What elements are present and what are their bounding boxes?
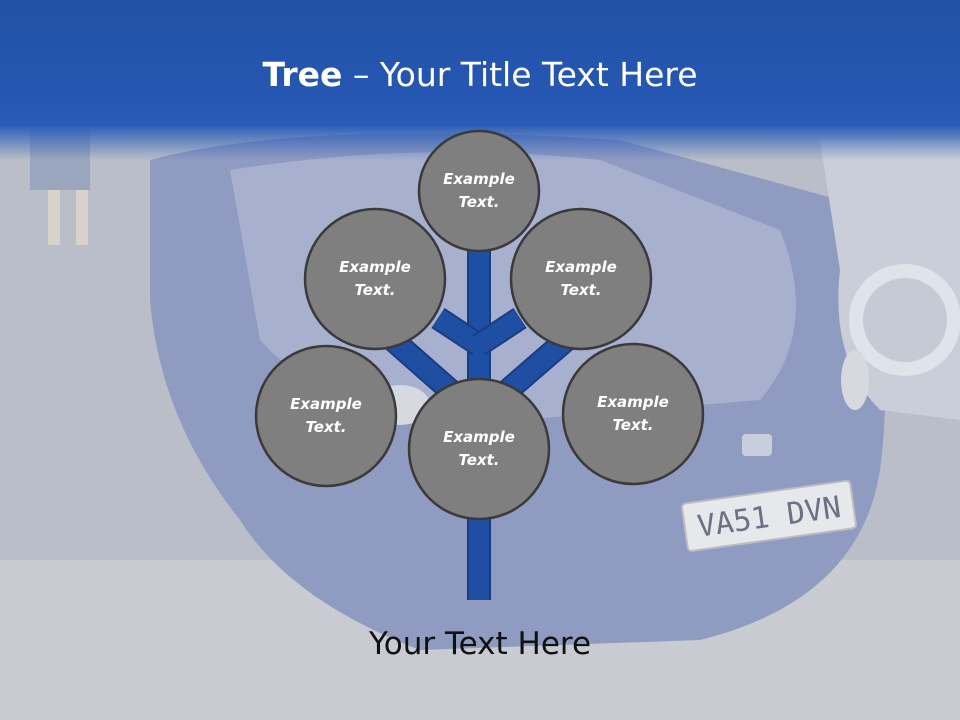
- node-label-line: Text.: [458, 193, 500, 211]
- title-rest: Your Title Text Here: [379, 55, 698, 94]
- branch-upper-left: [432, 309, 485, 354]
- node-circle-lower-left: [254, 344, 398, 488]
- node-circle-upper-right: [509, 207, 653, 351]
- node-label-line: Text.: [354, 281, 396, 299]
- caption: Your Text Here: [368, 626, 592, 662]
- title-bold: Tree: [262, 55, 343, 94]
- node-circle-top: [417, 129, 541, 253]
- node-circle-center: [407, 377, 551, 521]
- tree-nodes: [254, 129, 705, 521]
- slide-title: Tree – Your Title Text Here: [0, 52, 960, 98]
- node-label-line: Example: [443, 170, 515, 188]
- node-circle-lower-right: [561, 342, 705, 486]
- node-label-line: Example: [290, 395, 362, 413]
- branch-lower-left: [386, 332, 459, 400]
- node-label-line: Text.: [458, 451, 500, 469]
- node-label-line: Text.: [305, 418, 347, 436]
- node-label-line: Text.: [612, 416, 654, 434]
- node-label-line: Example: [545, 258, 617, 276]
- title-separator: –: [342, 55, 380, 94]
- branch-lower-right: [499, 332, 573, 400]
- node-label-line: Example: [339, 258, 411, 276]
- number-plate: [680, 479, 857, 552]
- node-label-line: Text.: [560, 281, 602, 299]
- node-label-line: Example: [443, 428, 515, 446]
- node-label-line: Example: [597, 393, 669, 411]
- node-circle-upper-left: [303, 207, 447, 351]
- branch-upper-right: [473, 309, 526, 354]
